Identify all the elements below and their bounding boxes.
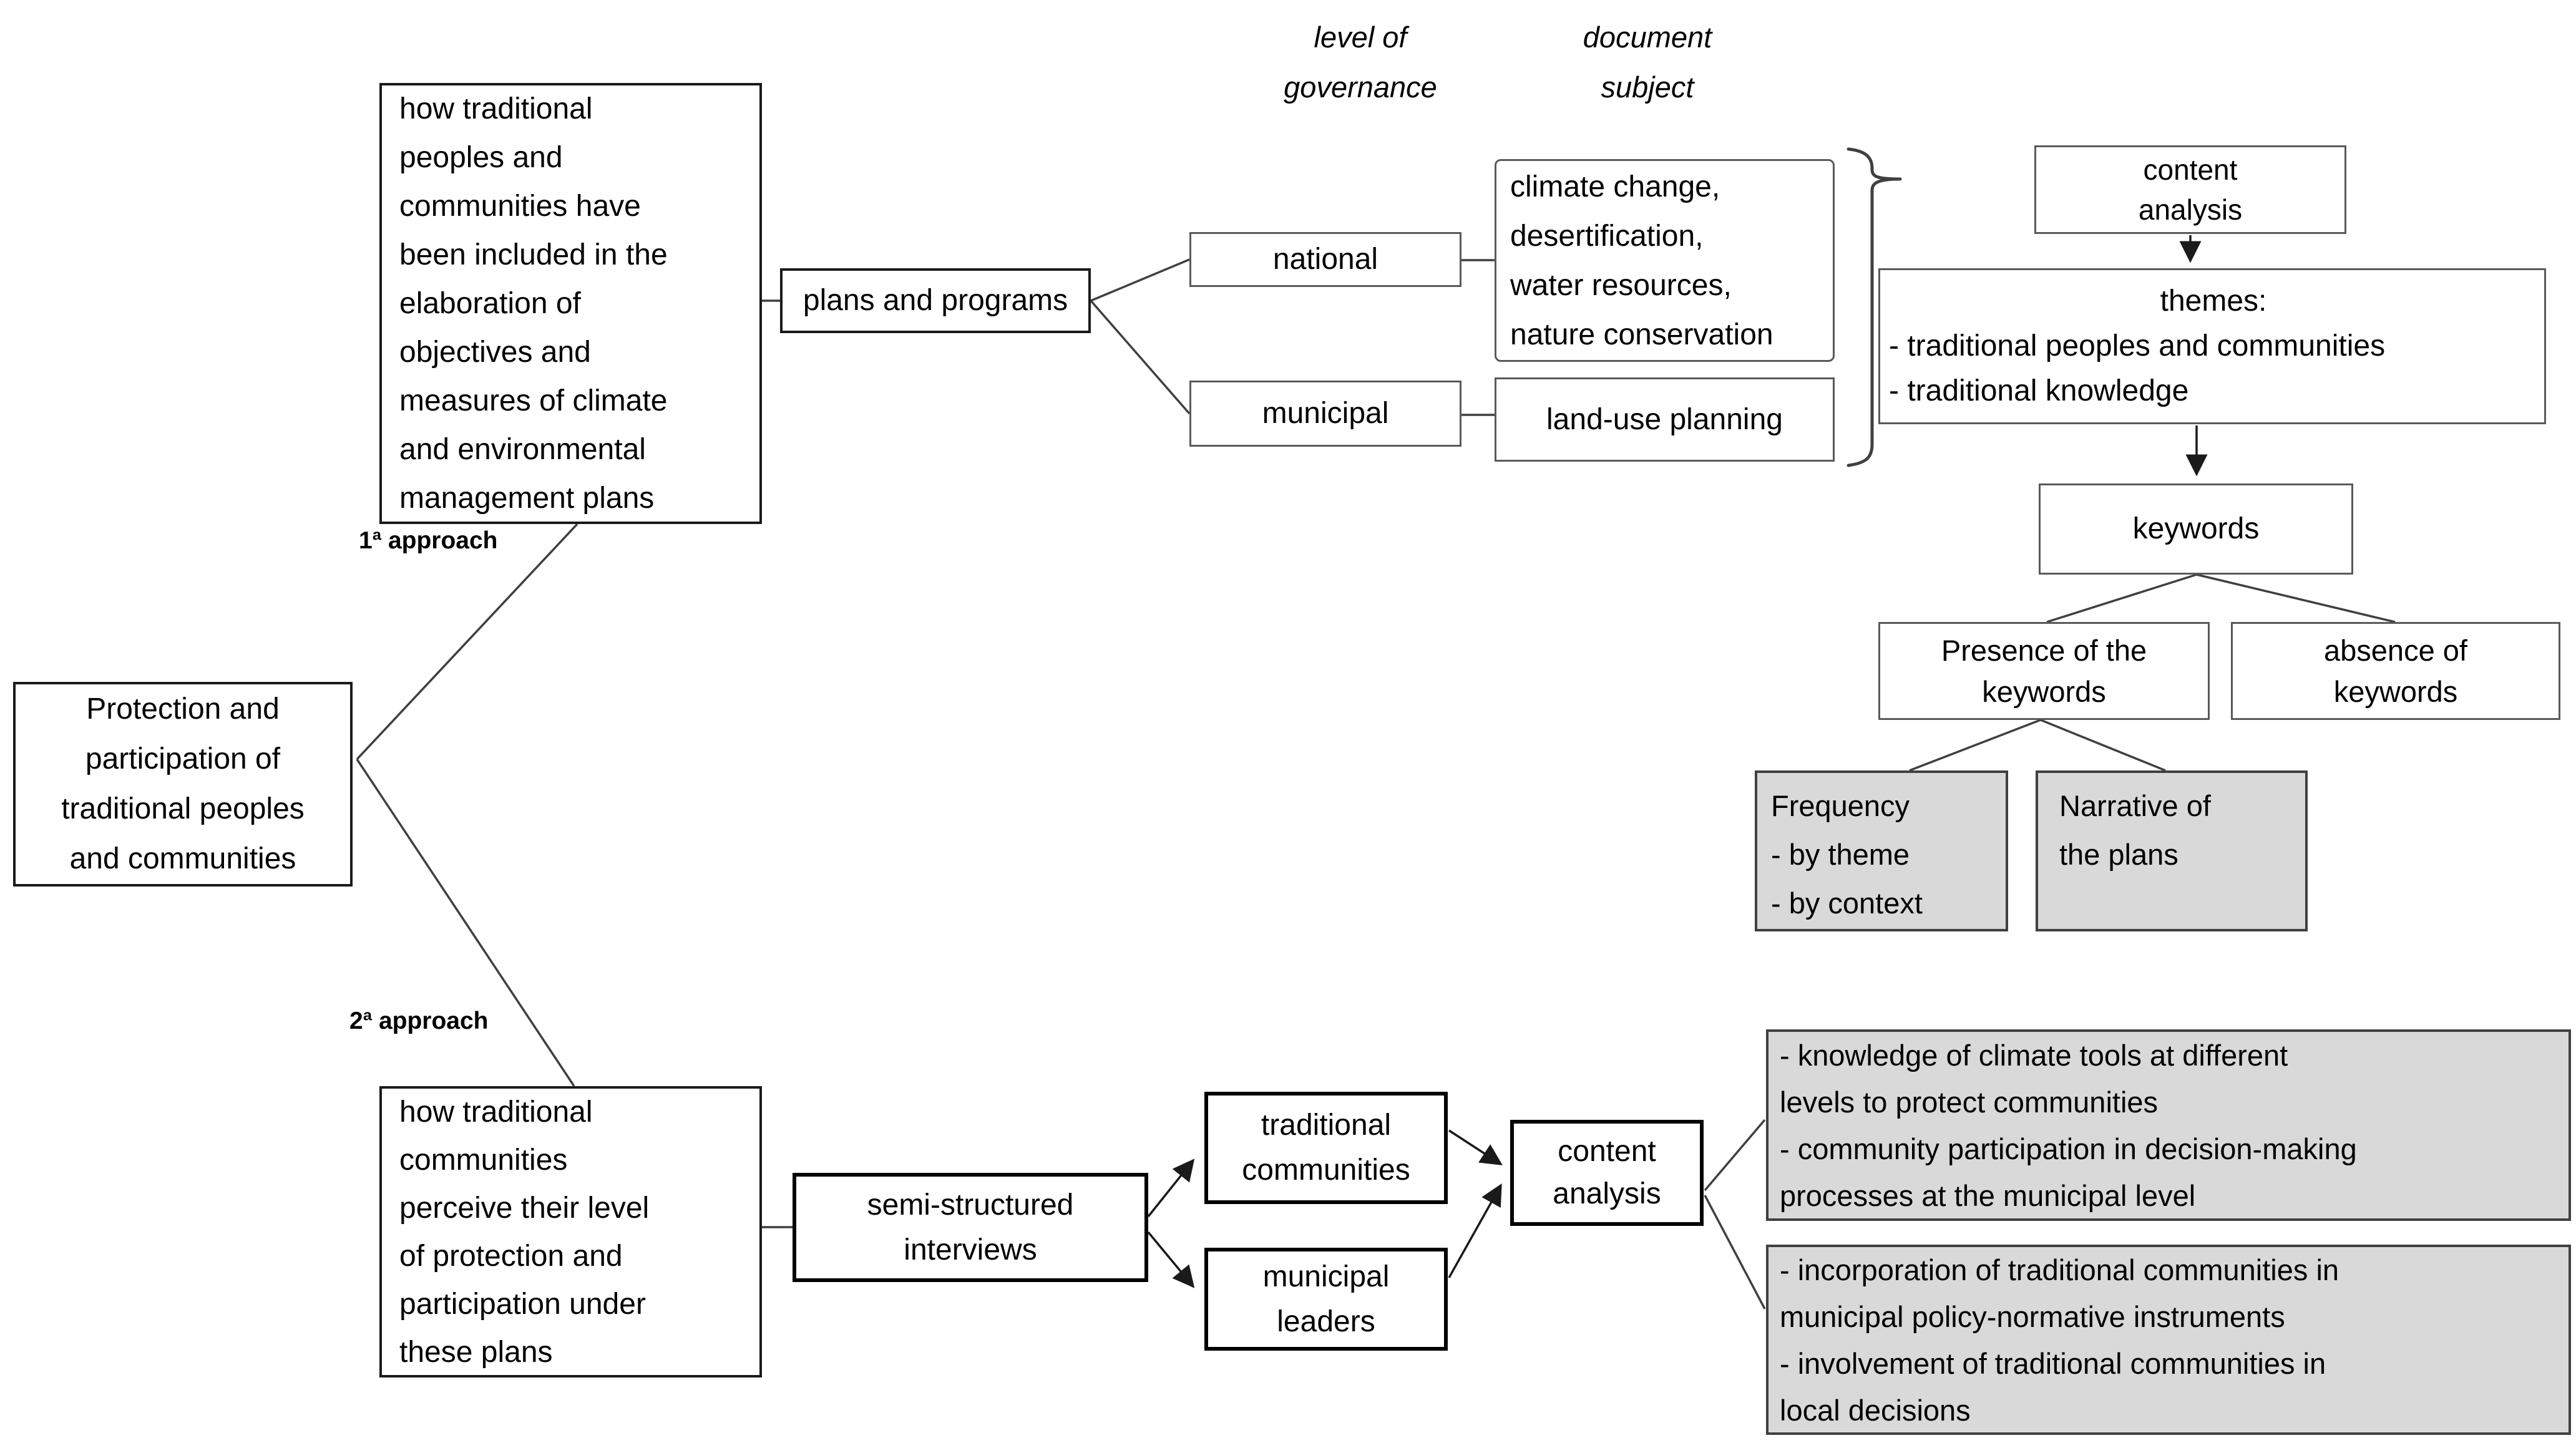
frequency-box: Frequency - by theme - by context <box>1755 770 2008 931</box>
edge-ca2-to-findings1 <box>1704 1119 1766 1192</box>
findings-knowledge-participation-box: - knowledge of climate tools at differen… <box>1766 1029 2571 1221</box>
research-question-2-box: how traditional communities perceive the… <box>379 1086 762 1377</box>
findings-incorporation-involvement-box: - incorporation of traditional communiti… <box>1766 1245 2571 1435</box>
edge-semi-to-traditional <box>1147 1159 1195 1218</box>
municipal-box: municipal <box>1189 381 1461 447</box>
edge-plans-to-municipal <box>1090 299 1191 415</box>
edge-keywords-to-absence <box>2196 573 2396 623</box>
narrative-of-plans-box: Narrative of the plans <box>2036 770 2308 931</box>
edge-keywords-to-presence <box>2046 573 2197 623</box>
brace-documents <box>1847 147 1902 467</box>
edge-central-to-rq2 <box>356 759 575 1087</box>
edge-semi-to-leaders <box>1147 1231 1195 1288</box>
municipal-document-subject-box: land-use planning <box>1495 377 1835 462</box>
themes-box: themes: - traditional peoples and commun… <box>1878 268 2546 424</box>
themes-title: themes: <box>2160 284 2267 318</box>
label-first-approach: 1ª approach <box>359 527 498 554</box>
keywords-box: keywords <box>2039 483 2353 575</box>
content-analysis-documents-box: content analysis <box>2034 145 2346 234</box>
edge-leaders-to-ca2 <box>1448 1183 1502 1278</box>
edge-presence-to-narrative <box>2040 719 2166 772</box>
absence-of-keywords-box: absence of keywords <box>2231 622 2560 720</box>
themes-items: - traditional peoples and communities - … <box>1889 329 2386 407</box>
content-analysis-interviews-box: content analysis <box>1510 1120 1704 1226</box>
central-topic-box: Protection and participation of traditio… <box>13 682 353 887</box>
column-header-level-of-governance: level of governance <box>1284 21 1437 104</box>
traditional-communities-box: traditional communities <box>1204 1092 1448 1204</box>
presence-of-keywords-box: Presence of the keywords <box>1878 622 2210 720</box>
national-box: national <box>1189 232 1461 287</box>
edge-ca2-to-findings2 <box>1704 1195 1766 1309</box>
municipal-leaders-box: municipal leaders <box>1204 1248 1448 1351</box>
label-second-approach: 2ª approach <box>349 1008 489 1034</box>
edge-presence-to-frequency <box>1909 719 2041 772</box>
national-document-subjects-box: climate change, desertification, water r… <box>1495 159 1835 362</box>
column-header-document-subject: document subject <box>1583 21 1712 104</box>
edge-central-to-rq1 <box>356 523 578 760</box>
research-question-1-box: how traditional peoples and communities … <box>379 83 762 524</box>
semi-structured-interviews-box: semi-structured interviews <box>793 1173 1148 1282</box>
edge-traditional-to-ca2 <box>1448 1129 1503 1165</box>
edge-plans-to-national <box>1090 258 1190 302</box>
plans-and-programs-box: plans and programs <box>780 268 1091 333</box>
